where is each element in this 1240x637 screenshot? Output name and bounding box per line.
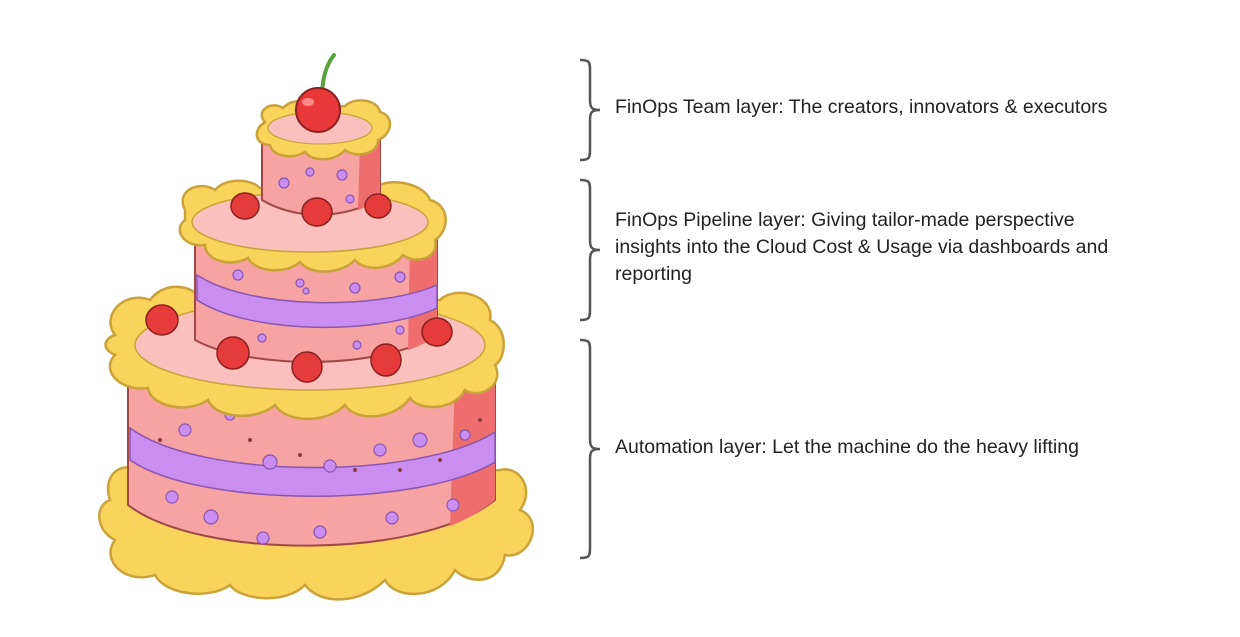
label-line: insights into the Cloud Cost & Usage via…	[615, 236, 1109, 258]
label-line: Automation layer: Let the machine do the…	[615, 436, 1079, 458]
bottom-tier-ribbon	[129, 426, 496, 497]
label-automation-layer: Automation layer: Let the machine do the…	[615, 434, 1215, 461]
middle-tier-strawberries	[230, 192, 392, 227]
top-tier-shade	[358, 140, 380, 210]
curly-brace-icon	[579, 178, 601, 322]
brace-team	[574, 58, 604, 162]
label-line: reporting	[615, 263, 692, 285]
top-tier	[230, 99, 392, 227]
brace-automation	[574, 338, 604, 560]
label-line: FinOps Team layer: The creators, innovat…	[615, 96, 1108, 118]
middle-tier-dots	[232, 269, 406, 350]
cherry	[295, 53, 341, 133]
brace-pipeline	[574, 178, 604, 322]
bottom-tier-strawberries	[145, 304, 453, 383]
curly-brace-icon	[579, 58, 601, 162]
label-line: FinOps Pipeline layer: Giving tailor-mad…	[615, 209, 1075, 231]
label-team-layer: FinOps Team layer: The creators, innovat…	[615, 94, 1215, 121]
cake-illustration	[98, 53, 534, 601]
middle-tier-ribbon	[196, 273, 438, 329]
curly-brace-icon	[579, 338, 601, 560]
cherry-body	[295, 87, 341, 133]
label-pipeline-layer: FinOps Pipeline layer: Giving tailor-mad…	[615, 207, 1215, 288]
top-tier-dots	[278, 167, 355, 204]
